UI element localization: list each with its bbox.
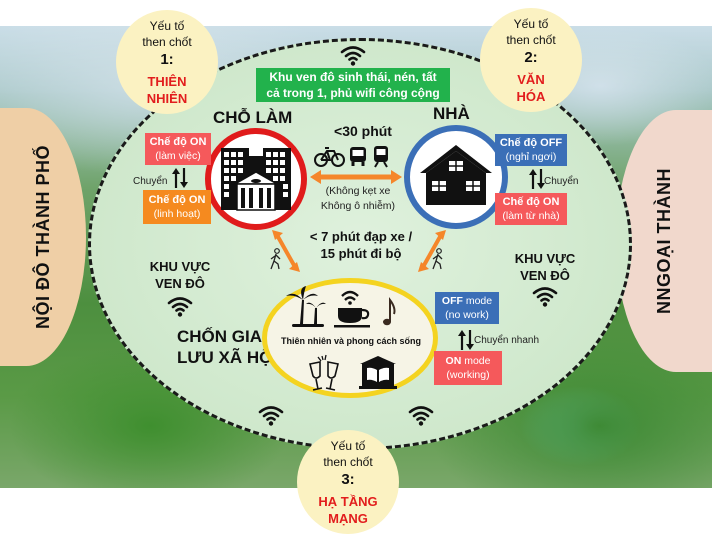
switch-label: Chuyển (544, 176, 579, 187)
wifi-icon (532, 285, 558, 307)
lifestyle-icons-top (286, 286, 396, 328)
mode-subtitle: (nghỉ ngơi) (505, 151, 557, 163)
commute-arrow-icon (310, 170, 402, 184)
train-icon (374, 146, 388, 168)
key-factor-label: then chốt (142, 34, 192, 49)
mode-subtitle: (no work) (445, 309, 489, 321)
switch-label: Chuyển (133, 176, 168, 187)
switch-arrows-icon (172, 168, 188, 188)
office-building-icon (221, 148, 291, 211)
mode-on-home-box: Chế độ ON (làm từ nhà) (495, 193, 567, 225)
mode-subtitle: (làm việc) (155, 150, 201, 162)
inner-city-label: NỘI ĐÔ THÀNH PHỐ (32, 144, 53, 329)
switch-arrows-icon (529, 169, 545, 189)
transport-icons (314, 146, 388, 168)
diagonal-arrow-icon (418, 230, 446, 272)
outer-city-panel: NNGOẠI THÀNH (616, 110, 712, 372)
bus-icon (350, 147, 366, 166)
mode-subtitle: (linh hoạt) (153, 208, 201, 220)
mode-on-work-box: Chế độ ON (làm việc) (145, 133, 211, 165)
music-note-icon (383, 296, 396, 326)
wifi-icon (167, 295, 193, 317)
key-factor-label: Yếu tố (330, 438, 366, 453)
wifi-icon (340, 44, 366, 66)
key-factor-label: Yếu tố (513, 16, 549, 31)
key-factor-label: then chốt (506, 32, 556, 47)
coffee-wifi-icon (334, 290, 370, 328)
off-mode-box: OFF mode (no work) (435, 292, 499, 324)
wifi-icon (408, 404, 434, 426)
walking-person-icon (270, 248, 281, 270)
mode-title: ON mode (445, 355, 491, 367)
palm-trees-icon (286, 286, 326, 327)
mode-on-flex-box: Chế độ ON (linh hoạt) (143, 190, 211, 224)
champagne-toast-icon (309, 354, 339, 391)
banner-line: cả trong 1, phủ wifi công cộng (266, 86, 440, 100)
key-factor-number: 2: (524, 48, 538, 66)
outer-city-label: NNGOẠI THÀNH (653, 168, 674, 314)
mode-title: Chế độ ON (149, 136, 207, 148)
key-factor-label: then chốt (323, 454, 373, 469)
home-hub (404, 125, 508, 229)
mode-title: Chế độ OFF (499, 137, 563, 149)
wifi-icon (258, 404, 284, 426)
lifestyle-caption: Thiên nhiên và phong cách sống (280, 336, 421, 346)
key-factor-number: 3: (341, 470, 355, 488)
home-title: NHÀ (433, 104, 470, 123)
commute-time: <30 phút (334, 123, 392, 139)
mode-off-rest-box: Chế độ OFF (nghỉ ngơi) (495, 134, 567, 166)
quick-switch-label: Chuyển nhanh (474, 335, 540, 346)
library-book-icon (359, 356, 397, 389)
diagonal-arrow-icon (272, 230, 300, 272)
switch-arrows-icon (458, 330, 474, 350)
mode-title: OFF mode (441, 295, 493, 307)
workplace-title: CHỖ LÀM (213, 108, 293, 127)
mode-subtitle: (làm từ nhà) (502, 210, 560, 222)
mode-title: Chế độ ON (502, 196, 560, 208)
banner-line: Khu ven đô sinh thái, nén, tất (269, 70, 437, 84)
on-mode-box: ON mode (working) (434, 351, 502, 385)
bicycle-icon (314, 147, 345, 167)
eco-suburb-banner: Khu ven đô sinh thái, nén, tất cả trong … (256, 68, 450, 102)
lifestyle-icons-bottom (309, 354, 397, 391)
key-factor-number: 1: (160, 50, 174, 68)
walk-bike-time: < 7 phút đạp xe /15 phút đi bộ (309, 229, 413, 261)
key-factor-label: Yếu tố (149, 18, 185, 33)
workplace-hub (205, 128, 307, 230)
walking-person-icon (432, 248, 443, 270)
mode-subtitle: (working) (446, 369, 490, 381)
mode-title: Chế độ ON (148, 194, 206, 206)
house-icon (420, 145, 492, 205)
